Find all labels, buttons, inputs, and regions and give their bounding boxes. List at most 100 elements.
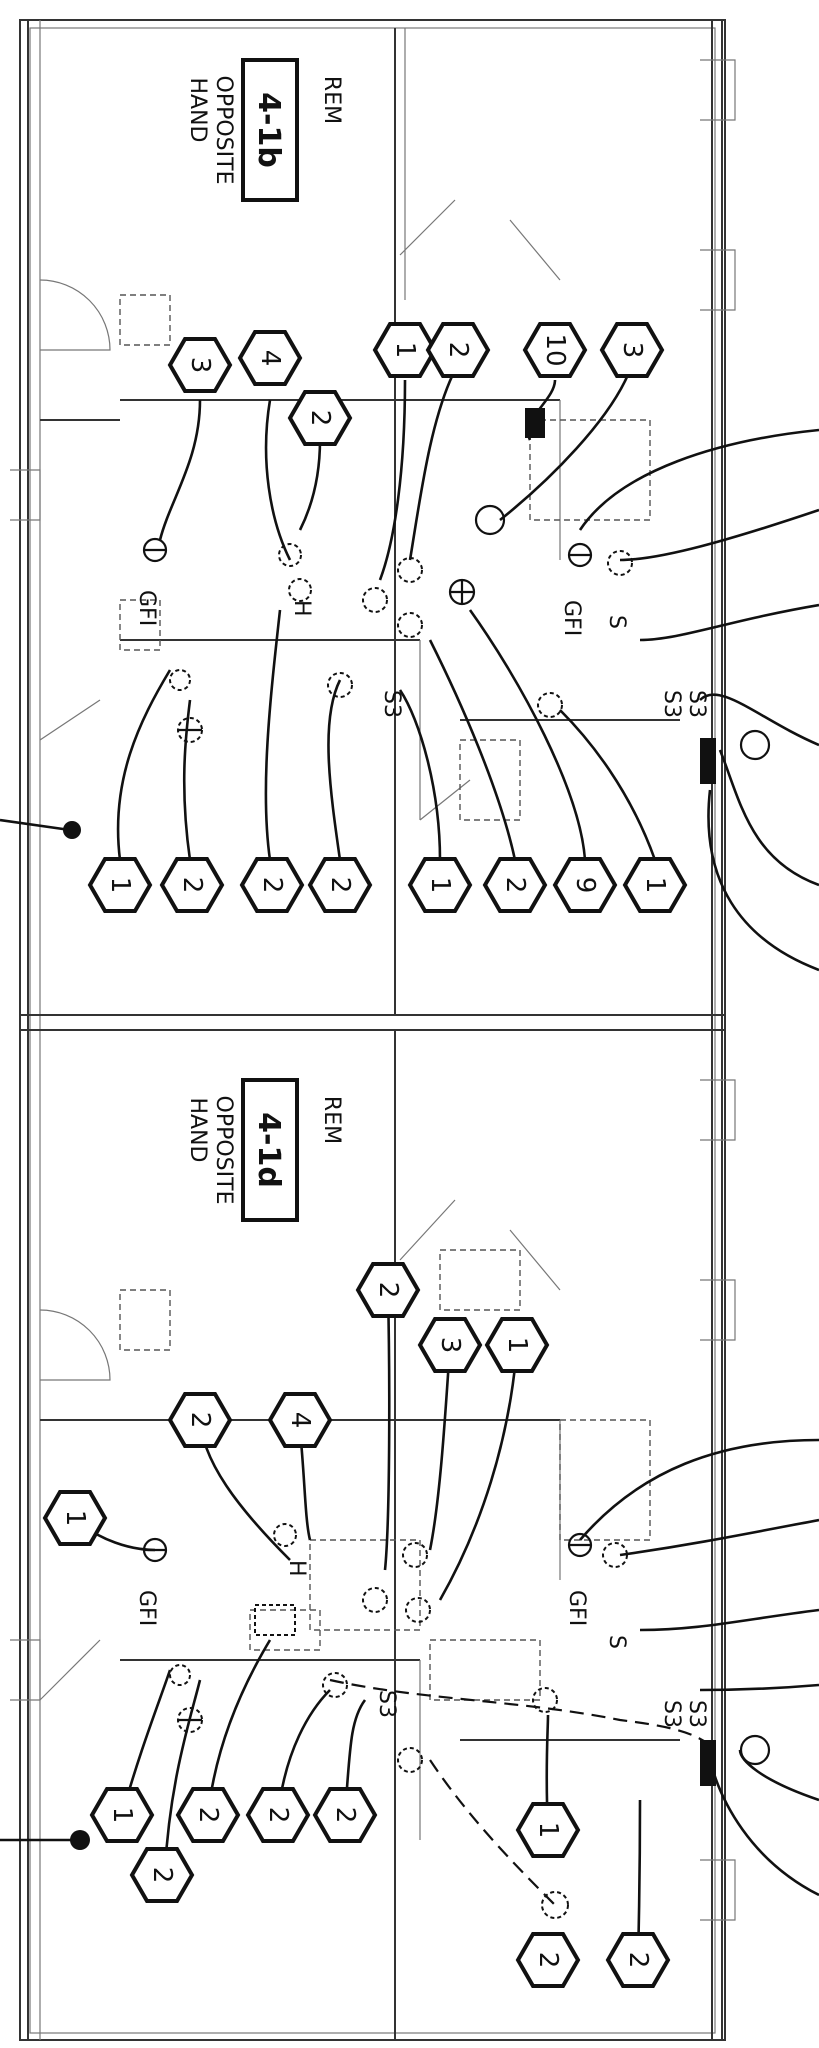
circuit-callout: 2 bbox=[129, 1847, 195, 1903]
unit-label-rem: REM bbox=[319, 1096, 344, 1144]
circuit-callout: 10 bbox=[522, 322, 588, 378]
callout-number: 2 bbox=[325, 877, 355, 894]
callout-hexagon bbox=[515, 1932, 581, 1988]
outlet-icon bbox=[397, 1747, 423, 1773]
callout-hexagon bbox=[129, 1847, 195, 1903]
unit-label-upper: REM 4-1b OPPOSITE HAND bbox=[185, 58, 344, 202]
circuit-callout: 2 bbox=[482, 857, 548, 913]
callout-hexagon bbox=[552, 857, 618, 913]
outlet-icon bbox=[397, 557, 423, 583]
outlet-icon bbox=[602, 1542, 628, 1568]
outlet-icon bbox=[322, 1672, 348, 1698]
s3-label: S3 bbox=[374, 1690, 399, 1718]
callout-hexagon bbox=[484, 1317, 550, 1373]
callout-hexagon bbox=[482, 857, 548, 913]
unit-tag-box bbox=[241, 1078, 299, 1222]
callout-number: 2 bbox=[147, 1867, 177, 1884]
circuit-callout: 1 bbox=[484, 1317, 550, 1373]
box-icon bbox=[525, 408, 545, 438]
callout-hexagon bbox=[622, 857, 688, 913]
circuit-callout: 3 bbox=[167, 337, 233, 393]
callout-number: 2 bbox=[193, 1807, 223, 1824]
circuit-callout: 2 bbox=[159, 857, 225, 913]
callout-number: 4 bbox=[285, 1412, 315, 1429]
unit-note-opposite: OPPOSITE bbox=[211, 76, 236, 185]
unit-label-lower: REM 4-1d OPPOSITE HAND bbox=[185, 1078, 344, 1222]
outlet-icon bbox=[532, 1687, 558, 1713]
callout-hexagon bbox=[239, 857, 305, 913]
callout-number: 2 bbox=[533, 1952, 563, 1969]
heater-label: H bbox=[289, 600, 314, 617]
outlet-icon bbox=[362, 587, 388, 613]
circuit-callout: 2 bbox=[515, 1932, 581, 1988]
circuit-callout: 3 bbox=[599, 322, 665, 378]
unit-tag-box bbox=[241, 58, 299, 202]
circuit-callout: 1 bbox=[87, 857, 153, 913]
circuit-callout: 2 bbox=[355, 1262, 421, 1318]
callout-hexagon bbox=[89, 1787, 155, 1843]
unit-label-rem: REM bbox=[319, 76, 344, 124]
callout-number: 9 bbox=[570, 877, 600, 894]
callout-hexagon bbox=[312, 1787, 378, 1843]
light-icon bbox=[739, 729, 771, 761]
callout-hexagon bbox=[307, 857, 373, 913]
s3-label: S3 bbox=[379, 690, 404, 718]
outlet-icon bbox=[327, 672, 353, 698]
circuit-callout: 1 bbox=[515, 1802, 581, 1858]
callout-hexagon bbox=[245, 1787, 311, 1843]
callout-number: 1 bbox=[60, 1510, 90, 1527]
unit-tag: 4-1b bbox=[251, 92, 286, 168]
callout-hexagon bbox=[599, 322, 665, 378]
heater-label: H bbox=[284, 1560, 309, 1577]
circuit-callout: 1 bbox=[407, 857, 473, 913]
circuit-callout: 2 bbox=[239, 857, 305, 913]
circuit-callout: 1 bbox=[372, 322, 438, 378]
callout-hexagon bbox=[159, 857, 225, 913]
callout-number: 2 bbox=[443, 342, 473, 359]
circuit-callout: 2 bbox=[167, 1392, 233, 1448]
unit-tag: 4-1d bbox=[251, 1112, 286, 1188]
circuit-callout: 4 bbox=[237, 330, 303, 386]
callout-hexagon bbox=[42, 1490, 108, 1546]
s-label: S bbox=[604, 1635, 629, 1649]
callout-number: 10 bbox=[540, 333, 570, 366]
callout-number: 1 bbox=[390, 342, 420, 359]
outlet-icon bbox=[405, 1597, 431, 1623]
callout-hexagon bbox=[167, 337, 233, 393]
circuit-callout: 1 bbox=[89, 1787, 155, 1843]
circuit-callout: 2 bbox=[425, 322, 491, 378]
circuit-callout: 3 bbox=[417, 1317, 483, 1373]
panel-icon bbox=[700, 738, 716, 784]
light-icon bbox=[474, 504, 506, 536]
upper-leaders bbox=[0, 369, 819, 972]
gfi-label: GFI bbox=[564, 1590, 589, 1626]
circuit-callout: 2 bbox=[287, 390, 353, 446]
callout-hexagon bbox=[167, 1392, 233, 1448]
outlet-icon bbox=[278, 543, 302, 567]
callout-number: 3 bbox=[617, 342, 647, 359]
dashed-fixture-outlines bbox=[119, 294, 651, 1701]
callout-number: 1 bbox=[105, 877, 135, 894]
callout-hexagon bbox=[372, 322, 438, 378]
callout-number: 1 bbox=[502, 1337, 532, 1354]
s3-label: S3 bbox=[684, 690, 709, 718]
panel-icon bbox=[700, 1740, 716, 1786]
callout-hexagon bbox=[605, 1932, 671, 1988]
callout-number: 3 bbox=[435, 1337, 465, 1354]
circuit-callout: 2 bbox=[175, 1787, 241, 1843]
circuit-callout: 1 bbox=[622, 857, 688, 913]
callout-number: 2 bbox=[330, 1807, 360, 1824]
circuit-callout: 2 bbox=[245, 1787, 311, 1843]
s3-label: S3 bbox=[684, 1700, 709, 1728]
light-icon bbox=[739, 1734, 771, 1766]
callout-number: 3 bbox=[185, 357, 215, 374]
callout-hexagon bbox=[417, 1317, 483, 1373]
callout-number: 2 bbox=[623, 1952, 653, 1969]
callout-number: 2 bbox=[263, 1807, 293, 1824]
circuit-callout: 1 bbox=[42, 1490, 108, 1546]
callout-number: 2 bbox=[177, 877, 207, 894]
s3-label: S3 bbox=[659, 690, 684, 718]
callout-hexagon bbox=[175, 1787, 241, 1843]
switch-icon bbox=[169, 669, 191, 691]
